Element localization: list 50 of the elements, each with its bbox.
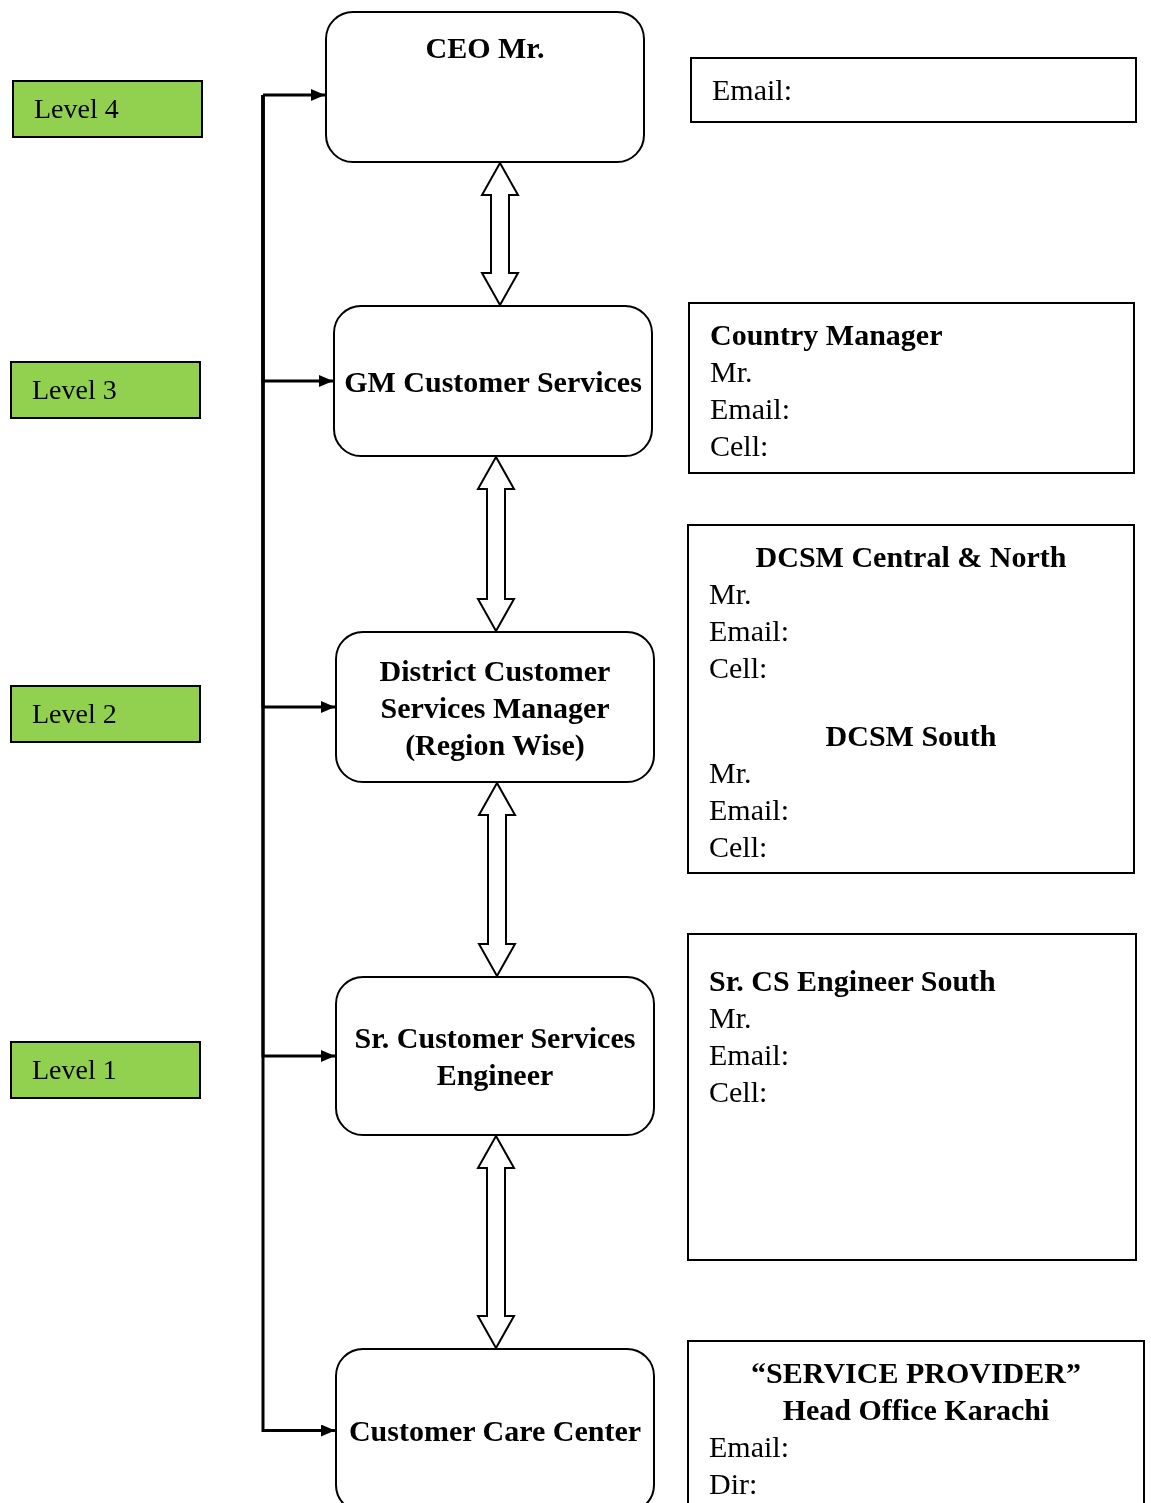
card-heading: DCSM Central & North xyxy=(754,539,1068,575)
role-title: GM Customer Services xyxy=(344,363,642,400)
role-title: CEO Mr. xyxy=(425,30,545,66)
role-box xyxy=(335,631,655,783)
contact-card xyxy=(687,933,1137,1261)
contact-line: Email: xyxy=(710,391,791,427)
contact-line: Mr. xyxy=(709,1000,753,1036)
role-box xyxy=(335,1348,655,1503)
level-tag xyxy=(10,361,201,419)
level-tag xyxy=(10,685,201,743)
level-tag xyxy=(10,1041,201,1099)
role-box xyxy=(335,976,655,1136)
card-heading: Sr. CS Engineer South xyxy=(709,963,997,999)
double-block-arrow xyxy=(477,780,517,979)
connector-arrow xyxy=(261,95,335,1437)
contact-line: Cell: xyxy=(710,428,770,464)
level-label: Level 2 xyxy=(32,698,117,730)
card-heading: DCSM South xyxy=(824,718,998,754)
level-label: Level 1 xyxy=(32,1054,117,1086)
contact-card xyxy=(687,524,1135,874)
connector-arrow xyxy=(263,89,325,101)
contact-line: Cell: xyxy=(709,1074,769,1110)
contact-line: Cell: xyxy=(709,650,769,686)
level-tag xyxy=(12,80,203,138)
role-title: District Customer Services Manager (Region Wise) xyxy=(378,652,612,763)
level-label: Level 3 xyxy=(32,374,117,406)
role-box xyxy=(325,11,645,163)
contact-card xyxy=(690,57,1137,123)
contact-line: Email: xyxy=(709,1429,790,1465)
contact-line: Email: xyxy=(709,792,790,828)
double-block-arrow xyxy=(480,160,520,308)
double-block-arrow xyxy=(476,454,516,634)
contact-line: Dir: xyxy=(709,1466,759,1502)
level-label: Level 4 xyxy=(34,93,119,125)
contact-line: Mr. xyxy=(709,576,753,612)
contact-card xyxy=(688,302,1135,474)
role-box xyxy=(333,305,653,457)
contact-line: Mr. xyxy=(710,354,754,390)
contact-line: Cell: xyxy=(709,829,769,865)
card-heading: Head Office Karachi xyxy=(781,1392,1051,1428)
double-block-arrow xyxy=(476,1133,516,1351)
card-heading: Country Manager xyxy=(710,317,944,353)
contact-line: Email: xyxy=(712,72,793,108)
contact-line: Email: xyxy=(709,613,790,649)
role-title: Sr. Customer Services Engineer xyxy=(353,1020,637,1093)
contact-line: Mr. xyxy=(709,755,753,791)
role-title: Customer Care Center xyxy=(348,1413,642,1449)
card-heading: “SERVICE PROVIDER” xyxy=(750,1355,1082,1391)
contact-line: Email: xyxy=(709,1037,790,1073)
contact-card xyxy=(687,1340,1145,1503)
